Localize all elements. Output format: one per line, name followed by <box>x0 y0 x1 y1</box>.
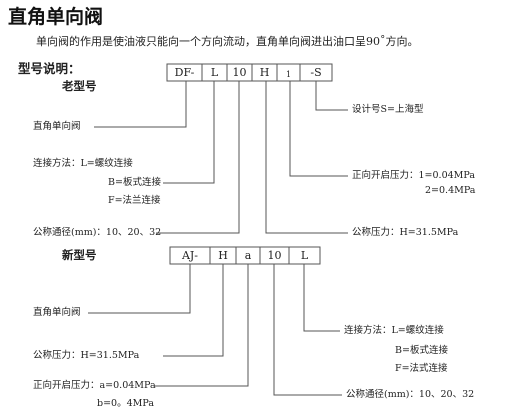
new-label-name: 直角单向阀 <box>33 307 81 318</box>
old-code-design: -S <box>310 66 322 79</box>
old-label-pressure: 公称压力：H=31.5MPa <box>352 227 459 238</box>
old-label-diameter: 公称通径(mm)：10、20、32 <box>33 227 162 238</box>
old-label-connection-1: 连接方法：L=螺纹连接 <box>33 158 133 169</box>
new-model-heading: 新型号 <box>62 248 97 262</box>
new-label-connection-1: 连接方法：L=螺纹连接 <box>344 325 444 336</box>
old-code-series: DF- <box>174 66 195 79</box>
new-label-diameter: 公称通径(mm)：10、20、32 <box>346 389 475 400</box>
old-label-cracking-1: 正向开启压力：1=0.04MPa <box>352 170 476 181</box>
old-label-connection-2: B=板式连接 <box>108 177 161 188</box>
intro-text: 单向阀的作用是使油液只能向一个方向流动，直角单向阀进出油口呈90˚方向。 <box>36 35 419 48</box>
new-label-cracking-2: b=0。4MPa <box>97 398 154 409</box>
page-title: 直角单向阀 <box>8 6 104 28</box>
old-label-design: 设计号S=上海型 <box>352 104 424 115</box>
old-code-diameter: 10 <box>232 66 247 79</box>
new-label-connection-2: B=板式连接 <box>395 345 448 356</box>
old-code-pressure: H <box>259 66 270 79</box>
new-code-series: AJ- <box>181 249 199 262</box>
new-code-connection: L <box>300 249 309 262</box>
new-code-diameter: 10 <box>267 249 282 262</box>
old-code-connection: L <box>210 66 219 79</box>
new-label-connection-3: F=法式连接 <box>395 363 448 374</box>
new-label-pressure: 公称压力：H=31.5MPa <box>33 350 140 361</box>
old-code-cracking: 1 <box>285 70 292 79</box>
old-label-name: 直角单向阀 <box>33 121 81 132</box>
new-code-cracking: a <box>244 249 252 262</box>
old-label-cracking-2: 2=0.4MPa <box>425 185 476 196</box>
old-label-connection-3: F=法兰连接 <box>108 195 161 206</box>
old-model-heading: 老型号 <box>62 79 97 93</box>
model-heading: 型号说明： <box>18 61 81 76</box>
new-code-pressure: H <box>218 249 228 262</box>
new-label-cracking-1: 正向开启压力：a=0.04MPa <box>33 380 156 391</box>
